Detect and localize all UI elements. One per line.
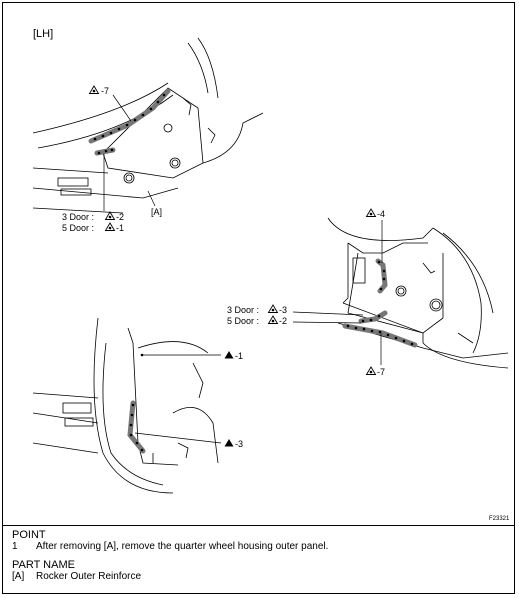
weld-symbol-icon xyxy=(268,304,278,313)
point-item: 1 After removing [A], remove the quarter… xyxy=(12,541,507,553)
part-name-item: [A] Rocker Outer Reinforce xyxy=(12,571,507,583)
top-left-5door-sym: -1 xyxy=(116,223,124,233)
part-tag-A: [A] xyxy=(151,207,162,217)
right-3door-label: 3 Door : xyxy=(227,305,259,315)
weld-symbol-icon xyxy=(268,315,278,324)
weld-symbol-icon xyxy=(105,222,115,231)
weld-band-bottom-left xyxy=(127,400,146,454)
weld-symbol-icon xyxy=(89,85,99,94)
part-name-text: Rocker Outer Reinforce xyxy=(36,571,142,582)
top-left-3door-sym: -2 xyxy=(116,212,124,222)
point-heading: POINT xyxy=(12,529,46,541)
right-bottom-sym: -7 xyxy=(377,367,385,377)
bottom-left-view xyxy=(32,317,219,494)
right-5door-sym: -2 xyxy=(279,316,287,326)
reinforce-panel xyxy=(102,87,204,179)
right-5door-label: 5 Door : xyxy=(227,316,259,326)
weld-symbol-icon xyxy=(224,351,234,359)
weld-symbol-icon xyxy=(366,366,376,375)
service-illustration: [LH] F23321 -7 3 Door : xyxy=(32,28,510,522)
part-tag: [A] xyxy=(12,571,25,582)
top-left-weld-label: -7 xyxy=(101,86,109,96)
right-top-sym: -4 xyxy=(377,209,385,219)
page-frame xyxy=(2,2,515,594)
top-left-3door-label: 3 Door : xyxy=(62,212,94,222)
weld-band-right xyxy=(342,258,418,348)
figure-code: F23321 xyxy=(489,516,510,522)
section-divider xyxy=(2,525,515,526)
right-view xyxy=(327,217,509,369)
top-left-5door-label: 5 Door : xyxy=(62,223,94,233)
top-left-view xyxy=(32,37,264,214)
wheel-arch-line xyxy=(32,82,169,134)
weld-band-top-left xyxy=(88,88,171,156)
part-name-heading: PART NAME xyxy=(12,559,75,571)
right-3door-sym: -3 xyxy=(279,305,287,315)
weld-symbol-icon xyxy=(366,208,376,217)
weld-symbol-icon xyxy=(105,211,115,220)
notes-section: POINT 1 After removing [A], remove the q… xyxy=(12,529,507,583)
weld-symbol-icon xyxy=(224,439,234,447)
point-number: 1 xyxy=(12,541,18,552)
bottom-left-sym-2: -3 xyxy=(235,439,243,449)
side-label: [LH] xyxy=(33,28,53,40)
bottom-left-sym-1: -1 xyxy=(235,351,243,361)
point-text: After removing [A], remove the quarter w… xyxy=(36,541,329,552)
